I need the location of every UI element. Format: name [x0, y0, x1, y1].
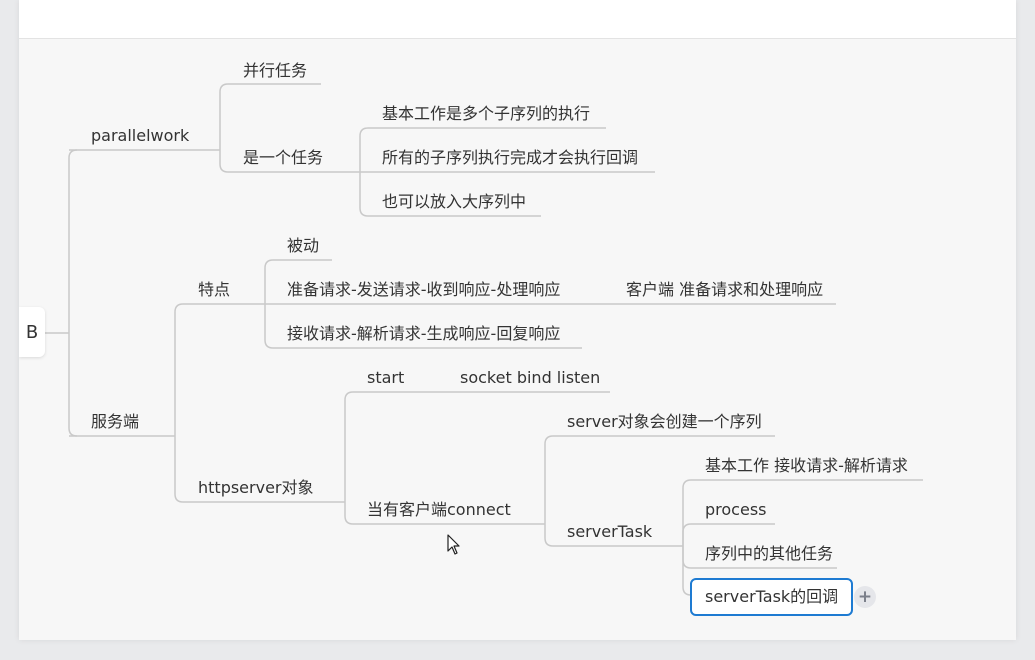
- node-parallelwork[interactable]: parallelwork: [91, 126, 190, 145]
- add-child-button[interactable]: +: [854, 586, 876, 608]
- node-basic-work-recv-parse[interactable]: 基本工作 接收请求-解析请求: [705, 456, 908, 475]
- node-httpserver-object[interactable]: httpserver对象: [198, 478, 314, 497]
- toolbar: [19, 0, 1016, 39]
- node-process[interactable]: process: [705, 500, 767, 519]
- node-client-flow[interactable]: 准备请求-发送请求-收到响应-处理响应: [287, 280, 561, 299]
- node-start[interactable]: start: [367, 368, 405, 387]
- node-passive[interactable]: 被动: [287, 236, 320, 255]
- node-all-subseq-done[interactable]: 所有的子序列执行完成才会执行回调: [382, 148, 639, 167]
- root-label: B: [25, 321, 39, 343]
- node-server-task[interactable]: serverTask: [567, 522, 653, 541]
- root-node[interactable]: B: [19, 307, 45, 357]
- node-on-client-connect[interactable]: 当有客户端connect: [367, 500, 511, 519]
- node-server-task-callback[interactable]: serverTask的回调: [690, 578, 854, 616]
- node-socket-bind-listen[interactable]: socket bind listen: [460, 368, 601, 387]
- node-server-side[interactable]: 服务端: [91, 412, 140, 431]
- mindmap-canvas[interactable]: B parallelwork 服务端 并行任务 是一个任务 基本工作是多个子序列…: [19, 0, 1016, 640]
- node-other-tasks[interactable]: 序列中的其他任务: [705, 544, 834, 563]
- mouse-pointer-icon: [447, 534, 460, 555]
- node-server-creates-series[interactable]: server对象会创建一个序列: [567, 412, 762, 431]
- node-features[interactable]: 特点: [198, 280, 231, 299]
- node-is-a-task[interactable]: 是一个任务: [243, 148, 324, 167]
- node-client-note[interactable]: 客户端 准备请求和处理响应: [626, 280, 824, 299]
- node-parallel-task[interactable]: 并行任务: [243, 61, 308, 80]
- node-basic-work[interactable]: 基本工作是多个子序列的执行: [382, 104, 591, 123]
- node-server-flow[interactable]: 接收请求-解析请求-生成响应-回复响应: [287, 324, 561, 343]
- node-into-big-series[interactable]: 也可以放入大序列中: [382, 192, 527, 211]
- connector-lines: [45, 83, 923, 596]
